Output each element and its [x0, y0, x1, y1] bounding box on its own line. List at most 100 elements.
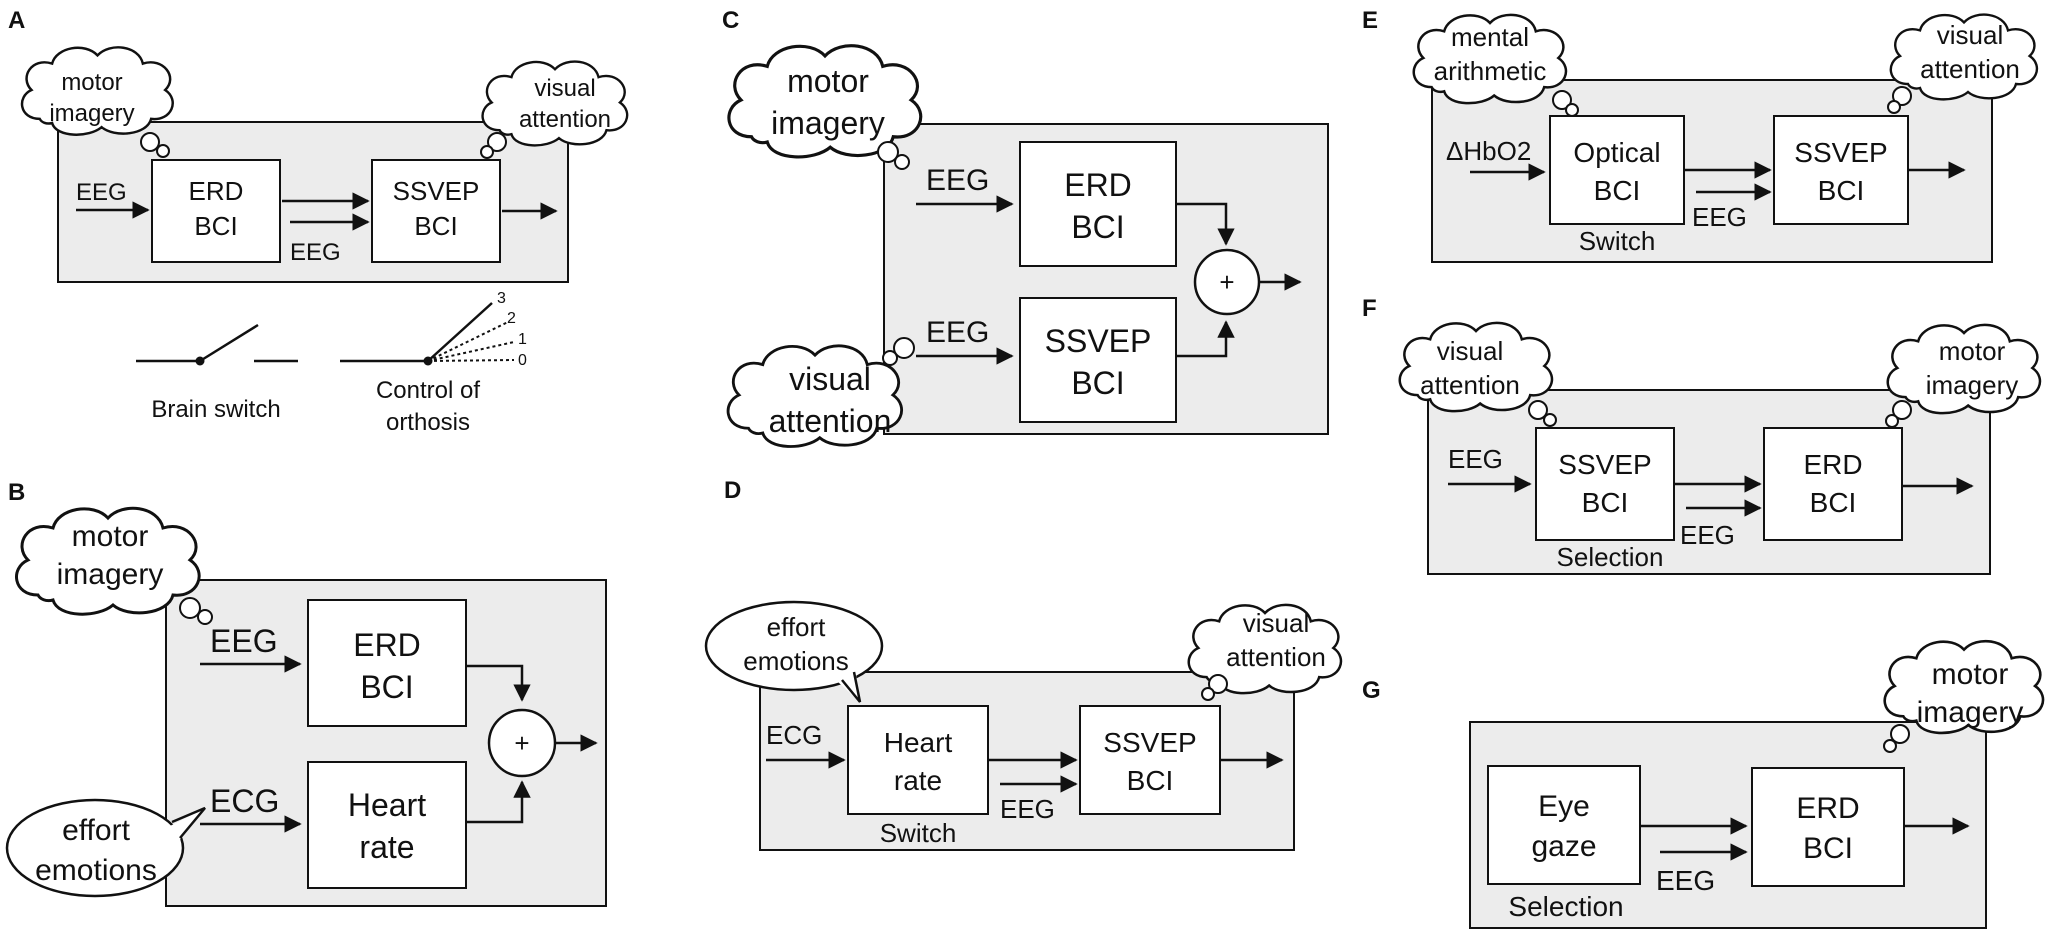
orthosis-control-icon	[340, 302, 515, 366]
block-label-line1: Eye	[1538, 790, 1590, 823]
ssvep-bci-block	[1773, 115, 1909, 225]
cloud-text-line1: motor	[787, 63, 869, 99]
cloud2-text-line2: attention	[519, 106, 611, 133]
cloud2-text-line2: attention	[1226, 642, 1326, 672]
bubble-text-line1: effort	[767, 612, 827, 642]
link-label: EEG	[1000, 794, 1055, 824]
speech-bubble-icon	[5, 798, 206, 898]
block-label-line1: SSVEP	[1794, 137, 1887, 168]
cloud-text-line1: motor	[72, 520, 149, 553]
cloud-text-line2: imagery	[57, 558, 164, 591]
block-label-line2: BCI	[1803, 832, 1853, 865]
block-label-line1: Heart	[884, 727, 953, 758]
cloud2-text-line2: attention	[1920, 54, 2020, 84]
input-label: ECG	[766, 720, 822, 750]
cloud2-text-line2: imagery	[1926, 370, 2018, 400]
panel-e: E mental arithmetic visual attention ΔHb…	[1362, 7, 2039, 263]
cloud2-text-line1: visual	[789, 361, 871, 397]
block-label-line1: ERD	[1796, 792, 1859, 825]
ssvep-bci-block	[1079, 705, 1221, 815]
panel-a: A motor imagery visual attention EEG ERD…	[8, 7, 629, 436]
cloud2-text-line1: visual	[534, 75, 595, 102]
block-label-line2: BCI	[1594, 175, 1641, 206]
cloud-text-line2: imagery	[771, 105, 885, 141]
input1-label: EEG	[926, 164, 989, 197]
cloud-text-line1: visual	[1437, 336, 1503, 366]
panel-letter-c: C	[722, 7, 739, 34]
panel-letter-b: B	[8, 479, 25, 506]
block-label-line2: BCI	[360, 669, 413, 705]
heart-rate-block	[307, 761, 467, 889]
block-label-line2: BCI	[1071, 209, 1124, 245]
erd-bci-block	[1763, 427, 1903, 541]
block-label-line1: SSVEP	[393, 176, 480, 206]
optical-bci-block	[1549, 115, 1685, 225]
block-label-line2: BCI	[1818, 175, 1865, 206]
sum-symbol: +	[514, 728, 529, 758]
block-label-line1: Optical	[1573, 137, 1660, 168]
brain-switch-icon	[136, 323, 298, 366]
orthosis-label-line2: orthosis	[386, 409, 470, 436]
link-label: EEG	[1656, 865, 1715, 896]
block-label-line2: gaze	[1531, 830, 1596, 863]
level-label-1: 1	[518, 331, 527, 348]
input-label: EEG	[1448, 444, 1503, 474]
input-label: ΔHbO2	[1446, 136, 1531, 166]
link-label: EEG	[290, 239, 341, 266]
panel-b: B motor imagery effort emotions EEG ECG …	[5, 479, 607, 907]
cloud2-text-line2: attention	[769, 403, 892, 439]
block-label-line2: rate	[894, 765, 942, 796]
input2-label: EEG	[926, 316, 989, 349]
cloud2-text-line2: imagery	[1917, 696, 2024, 729]
cloud-text-line2: attention	[1420, 370, 1520, 400]
panel-letter-g: G	[1362, 677, 1381, 704]
block-label-line1: ERD	[1064, 167, 1132, 203]
link-label: EEG	[1680, 520, 1735, 550]
bubble-text-line1: effort	[62, 814, 130, 847]
ssvep-bci-block	[371, 159, 501, 263]
ssvep-bci-block	[1535, 427, 1675, 541]
block-label-line1: Heart	[348, 787, 426, 823]
bubble-text-line2: emotions	[743, 646, 849, 676]
ssvep-bci-block	[1019, 297, 1177, 423]
block-label-line2: BCI	[1071, 365, 1124, 401]
cloud2-text-line1: motor	[1939, 336, 2006, 366]
block-label-line2: BCI	[1582, 487, 1629, 518]
block-label-line2: rate	[359, 829, 414, 865]
panel-d: D effort emotions visual attention ECG H…	[704, 477, 1343, 851]
erd-bci-block	[151, 159, 281, 263]
erd-bci-block	[1019, 141, 1177, 267]
sum-node	[1193, 248, 1261, 316]
cloud2-text-line1: visual	[1243, 608, 1309, 638]
panel-letter-a: A	[8, 7, 25, 34]
level-label-0: 0	[518, 352, 527, 369]
input-label: EEG	[76, 179, 127, 206]
sum-symbol: +	[1219, 267, 1234, 297]
erd-bci-block	[1751, 767, 1905, 887]
sum-node	[487, 708, 557, 778]
cloud-text-line1: motor	[61, 69, 122, 96]
erd-bci-block	[307, 599, 467, 727]
brain-switch-label: Brain switch	[151, 396, 280, 423]
cloud2-text-line1: motor	[1932, 658, 2009, 691]
block-label-line1: ERD	[189, 176, 244, 206]
cloud-text-line2: imagery	[49, 100, 134, 127]
speech-bubble-icon	[704, 600, 884, 703]
block-label-line2: BCI	[414, 211, 457, 241]
block-label-line2: BCI	[1127, 765, 1174, 796]
mode-label: Selection	[1557, 542, 1664, 572]
block-label-line1: SSVEP	[1558, 449, 1651, 480]
level-label-2: 2	[507, 310, 516, 327]
cloud2-text-line1: visual	[1937, 20, 2003, 50]
input1-label: EEG	[210, 623, 278, 659]
panel-letter-f: F	[1362, 295, 1377, 322]
cloud-text-line2: arithmetic	[1434, 56, 1547, 86]
mode-label: Switch	[1579, 226, 1656, 256]
block-label-line2: BCI	[194, 211, 237, 241]
panel-letter-d: D	[724, 477, 741, 504]
block-label-line2: BCI	[1810, 487, 1857, 518]
panel-f: F visual attention motor imagery EEG SSV…	[1362, 295, 2042, 575]
eye-gaze-block	[1487, 765, 1641, 885]
mode-label: Switch	[880, 818, 957, 848]
